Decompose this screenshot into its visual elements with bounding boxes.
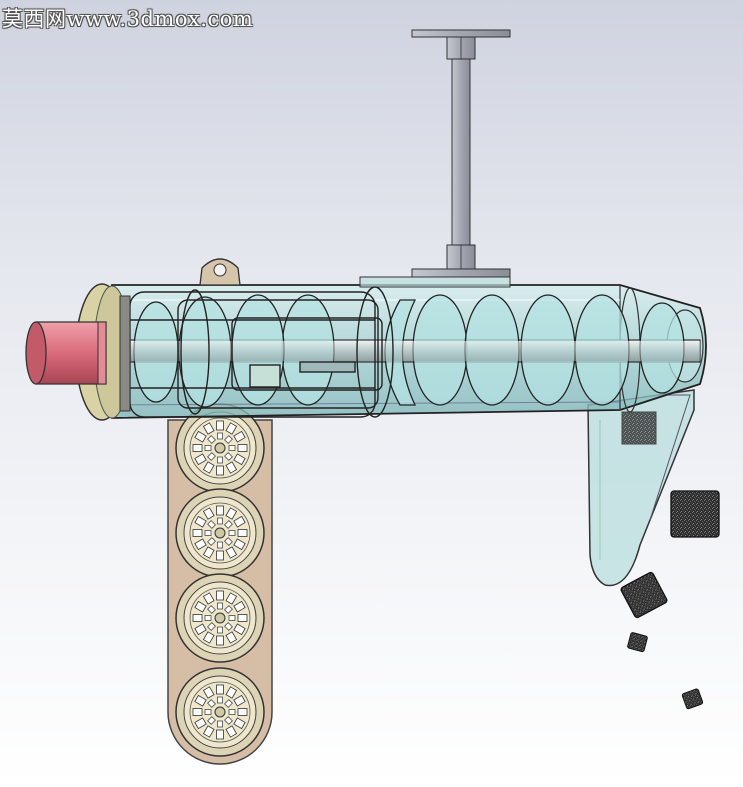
product-cube <box>681 688 704 710</box>
product-cube <box>670 490 720 538</box>
lifting-lug <box>199 258 241 286</box>
product-cube <box>620 571 668 619</box>
hanger-bracket <box>411 29 511 278</box>
watermark-text: 莫西网www.3dmox.com <box>2 7 254 31</box>
discharge-chute <box>587 389 695 587</box>
chain-sprocket <box>175 667 265 757</box>
bucket-chain <box>167 403 273 765</box>
chain-sprocket <box>175 488 265 578</box>
chain-sprocket <box>175 573 265 663</box>
product-cube <box>627 632 648 653</box>
screw-flight <box>133 294 685 408</box>
product-cubes <box>620 490 720 710</box>
drive-motor <box>25 321 107 385</box>
